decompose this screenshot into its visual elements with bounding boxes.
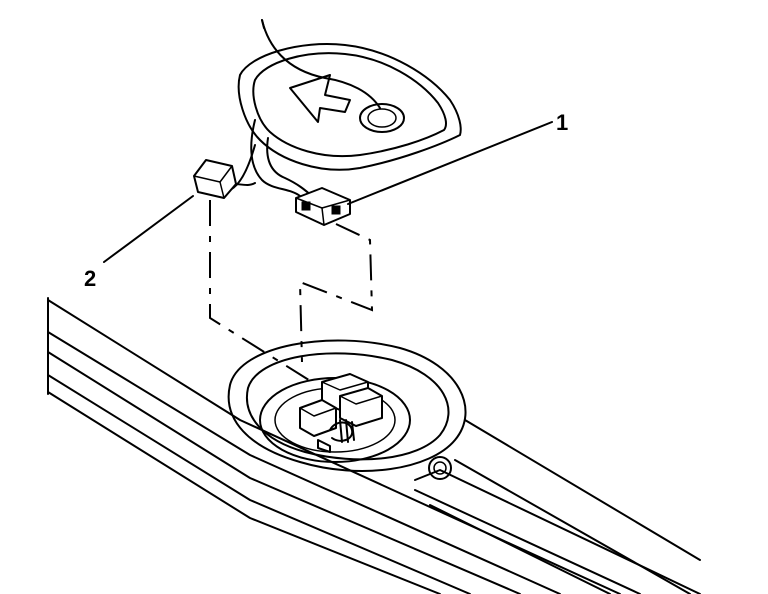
connector — [295, 187, 351, 226]
callout-1-label: 1 — [556, 110, 568, 135]
callout-2-label: 2 — [84, 266, 96, 291]
module-connectors — [299, 373, 383, 453]
callout-leaders — [103, 121, 553, 263]
alignment-lines — [209, 200, 374, 383]
fuel-sender-cover — [237, 19, 462, 171]
tank-boss — [428, 456, 452, 480]
tank-frame-rails — [47, 297, 701, 594]
connector-plug — [193, 159, 256, 199]
